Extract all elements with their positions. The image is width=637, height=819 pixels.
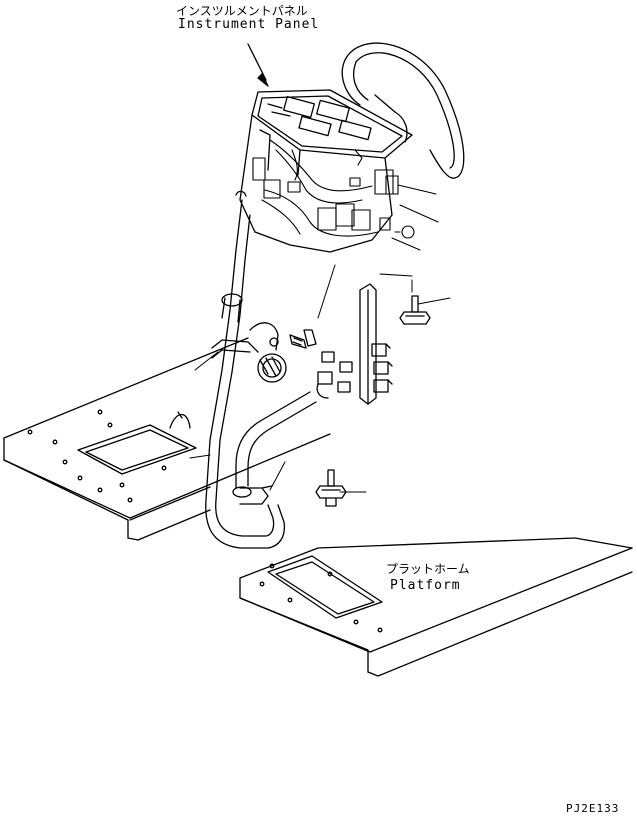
label-instrument-panel-jp: インスツルメントパネル xyxy=(176,4,308,18)
platform-right xyxy=(240,538,632,676)
leader-lines xyxy=(190,185,450,492)
harness-tube-left xyxy=(206,191,285,548)
bolt-lower xyxy=(316,470,346,506)
bolt-right xyxy=(400,296,430,324)
harness-tube-right xyxy=(233,392,316,504)
platform-left xyxy=(4,338,330,540)
label-platform-jp: プラットホーム xyxy=(386,562,470,576)
drawing-code: PJ2E133 xyxy=(566,802,620,815)
instrument-panel xyxy=(240,90,412,252)
clamp-assembly xyxy=(212,323,286,382)
steering-wheel xyxy=(342,43,463,178)
label-instrument-panel-en: Instrument Panel xyxy=(178,17,320,32)
bolt-center xyxy=(290,330,316,348)
arrow-instrument-panel xyxy=(248,44,268,86)
connectors-block xyxy=(317,352,352,398)
bracket xyxy=(360,284,392,404)
label-platform-en: Platform xyxy=(390,578,461,593)
